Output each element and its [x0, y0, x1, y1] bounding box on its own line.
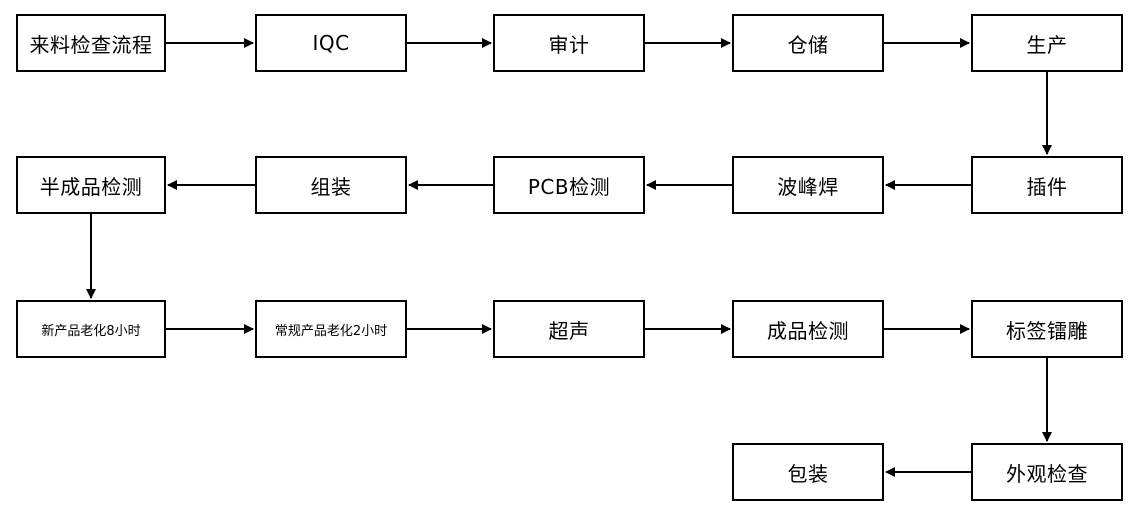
node-appearance-check: 外观检查 — [971, 443, 1123, 501]
node-audit: 审计 — [493, 14, 645, 72]
node-label: 半成品检测 — [39, 174, 143, 199]
node-label: 生产 — [1026, 32, 1068, 57]
node-insertion: 插件 — [971, 156, 1123, 214]
node-label: 包装 — [787, 461, 829, 486]
node-storage: 仓储 — [732, 14, 884, 72]
node-semi-finished-test: 半成品检测 — [16, 156, 166, 214]
node-label-laser-engraving: 标签镭雕 — [971, 300, 1123, 358]
node-label: 新产品老化8小时 — [41, 323, 141, 339]
node-label: 仓储 — [787, 32, 829, 57]
node-label: 超声 — [548, 318, 590, 343]
node-assembly: 组装 — [255, 156, 407, 214]
node-label: 波峰焊 — [777, 174, 839, 199]
node-pcb-test: PCB检测 — [493, 156, 645, 214]
node-label: IQC — [312, 31, 350, 55]
node-label: 外观检查 — [1006, 461, 1088, 486]
node-ultrasonic: 超声 — [493, 300, 645, 358]
node-iqc: IQC — [255, 14, 407, 72]
node-packaging: 包装 — [732, 443, 884, 501]
node-label: 常规产品老化2小时 — [274, 323, 388, 339]
node-label: 组装 — [310, 174, 352, 199]
node-label: 来料检查流程 — [29, 32, 153, 57]
node-label: 标签镭雕 — [1006, 318, 1088, 343]
node-incoming-inspection: 来料检查流程 — [16, 14, 166, 72]
node-label: PCB检测 — [527, 174, 611, 199]
node-finished-product-test: 成品检测 — [732, 300, 884, 358]
node-label: 成品检测 — [767, 318, 849, 343]
node-label: 审计 — [548, 32, 590, 57]
node-regular-product-aging: 常规产品老化2小时 — [255, 300, 407, 358]
node-production: 生产 — [971, 14, 1123, 72]
node-label: 插件 — [1026, 174, 1068, 199]
node-new-product-aging: 新产品老化8小时 — [16, 300, 166, 358]
node-wave-soldering: 波峰焊 — [732, 156, 884, 214]
